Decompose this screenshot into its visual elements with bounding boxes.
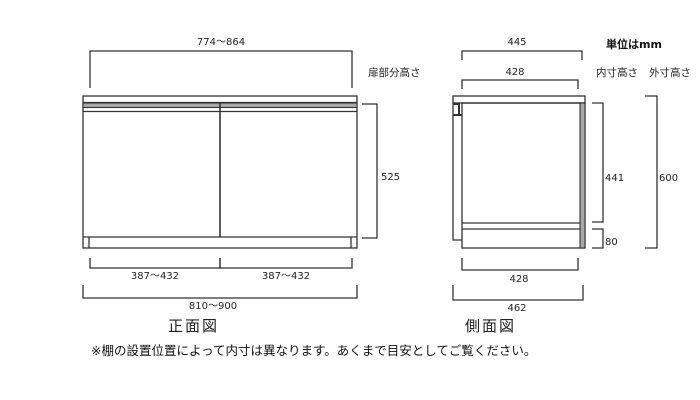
front-view-title: 正面図 bbox=[168, 317, 220, 335]
dim-front-top-width bbox=[89, 50, 353, 88]
side-outer-height-header: 外寸高さ bbox=[649, 67, 691, 79]
unit-label: 単位はmm bbox=[606, 38, 662, 51]
side-top-inner-depth-label: 428 bbox=[505, 67, 525, 78]
dim-side-inner-height bbox=[592, 102, 604, 223]
dim-front-left-door-width bbox=[89, 258, 221, 269]
front-door-height-label: 525 bbox=[381, 172, 401, 183]
front-door-height-header: 扉部分高さ bbox=[368, 67, 421, 79]
side-view-cabinet bbox=[452, 95, 586, 249]
side-plinth-height-label: 80 bbox=[605, 237, 618, 248]
side-overall-depth-label: 462 bbox=[507, 303, 527, 314]
side-outer-height-label: 600 bbox=[659, 173, 679, 184]
front-view-cabinet bbox=[82, 95, 358, 249]
dim-side-plinth-height bbox=[592, 228, 604, 249]
front-left-door-width-label: 387〜432 bbox=[130, 271, 180, 282]
dim-side-bottom-inner-depth bbox=[461, 258, 579, 271]
dim-side-overall-depth bbox=[452, 285, 584, 301]
dim-side-top-outer-depth bbox=[461, 50, 583, 60]
dim-front-overall-width bbox=[82, 285, 358, 299]
side-inner-height-label: 441 bbox=[605, 173, 625, 184]
side-top-outer-depth-label: 445 bbox=[507, 37, 527, 48]
side-view-title: 側面図 bbox=[465, 317, 517, 335]
dim-side-outer-height bbox=[645, 95, 658, 249]
side-inner-height-header: 内寸高さ bbox=[596, 67, 638, 79]
front-right-door-width-label: 387〜432 bbox=[261, 271, 311, 282]
dim-front-right-door-width bbox=[219, 258, 353, 269]
side-bottom-inner-depth-label: 428 bbox=[509, 274, 529, 285]
dim-front-door-height bbox=[362, 103, 378, 239]
footnote: ※棚の設置位置によって内寸は異なります。あくまで目安としてご覧ください。 bbox=[91, 343, 537, 358]
dim-side-top-inner-depth bbox=[461, 79, 579, 89]
front-top-width-label: 774〜864 bbox=[196, 37, 246, 48]
front-overall-width-label: 810〜900 bbox=[188, 301, 238, 312]
